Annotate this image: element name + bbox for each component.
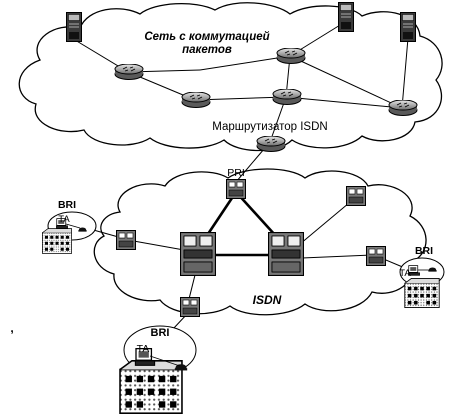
bri-left-site (42, 211, 97, 254)
packet-network-cloud (18, 2, 443, 152)
ta-left-label: TA (58, 214, 70, 225)
switch-icon (366, 246, 386, 266)
pri-label: PRI (227, 167, 245, 179)
server-icon (66, 12, 82, 42)
bri-right-site (399, 257, 445, 308)
router-icon (272, 89, 302, 105)
server-icon (400, 12, 416, 42)
building-icon (119, 360, 183, 414)
ta-bottom-label: TA (137, 343, 150, 355)
router-icon (114, 64, 144, 80)
pri-switch-icon (226, 179, 246, 199)
central-switch-icon (180, 232, 216, 276)
router-icon (388, 100, 418, 116)
central-switch-icon (268, 232, 304, 276)
packet-network-title-line1: Сеть с коммутацией (144, 31, 269, 43)
switch-icon (180, 297, 200, 317)
bri-bottom-label: BRI (151, 327, 170, 339)
isdn-router-icon (256, 136, 286, 152)
isdn-router-label: Маршрутизатор ISDN (212, 121, 327, 133)
switch-icon (116, 230, 136, 250)
isdn-cloud (93, 168, 427, 316)
bri-left-label: BRI (58, 199, 76, 211)
bri-bottom-site (119, 325, 197, 414)
server-icon (338, 2, 354, 32)
margin-mark: , (10, 321, 13, 335)
router-icon (276, 48, 306, 64)
packet-network-title-line2: пакетов (182, 44, 232, 56)
isdn-label: ISDN (253, 293, 282, 307)
building-icon (404, 278, 440, 308)
router-icon (181, 92, 211, 108)
building-icon (42, 228, 72, 254)
ta-right-label: TA (399, 268, 411, 279)
bri-right-label: BRI (415, 245, 433, 257)
switch-icon (346, 186, 366, 206)
